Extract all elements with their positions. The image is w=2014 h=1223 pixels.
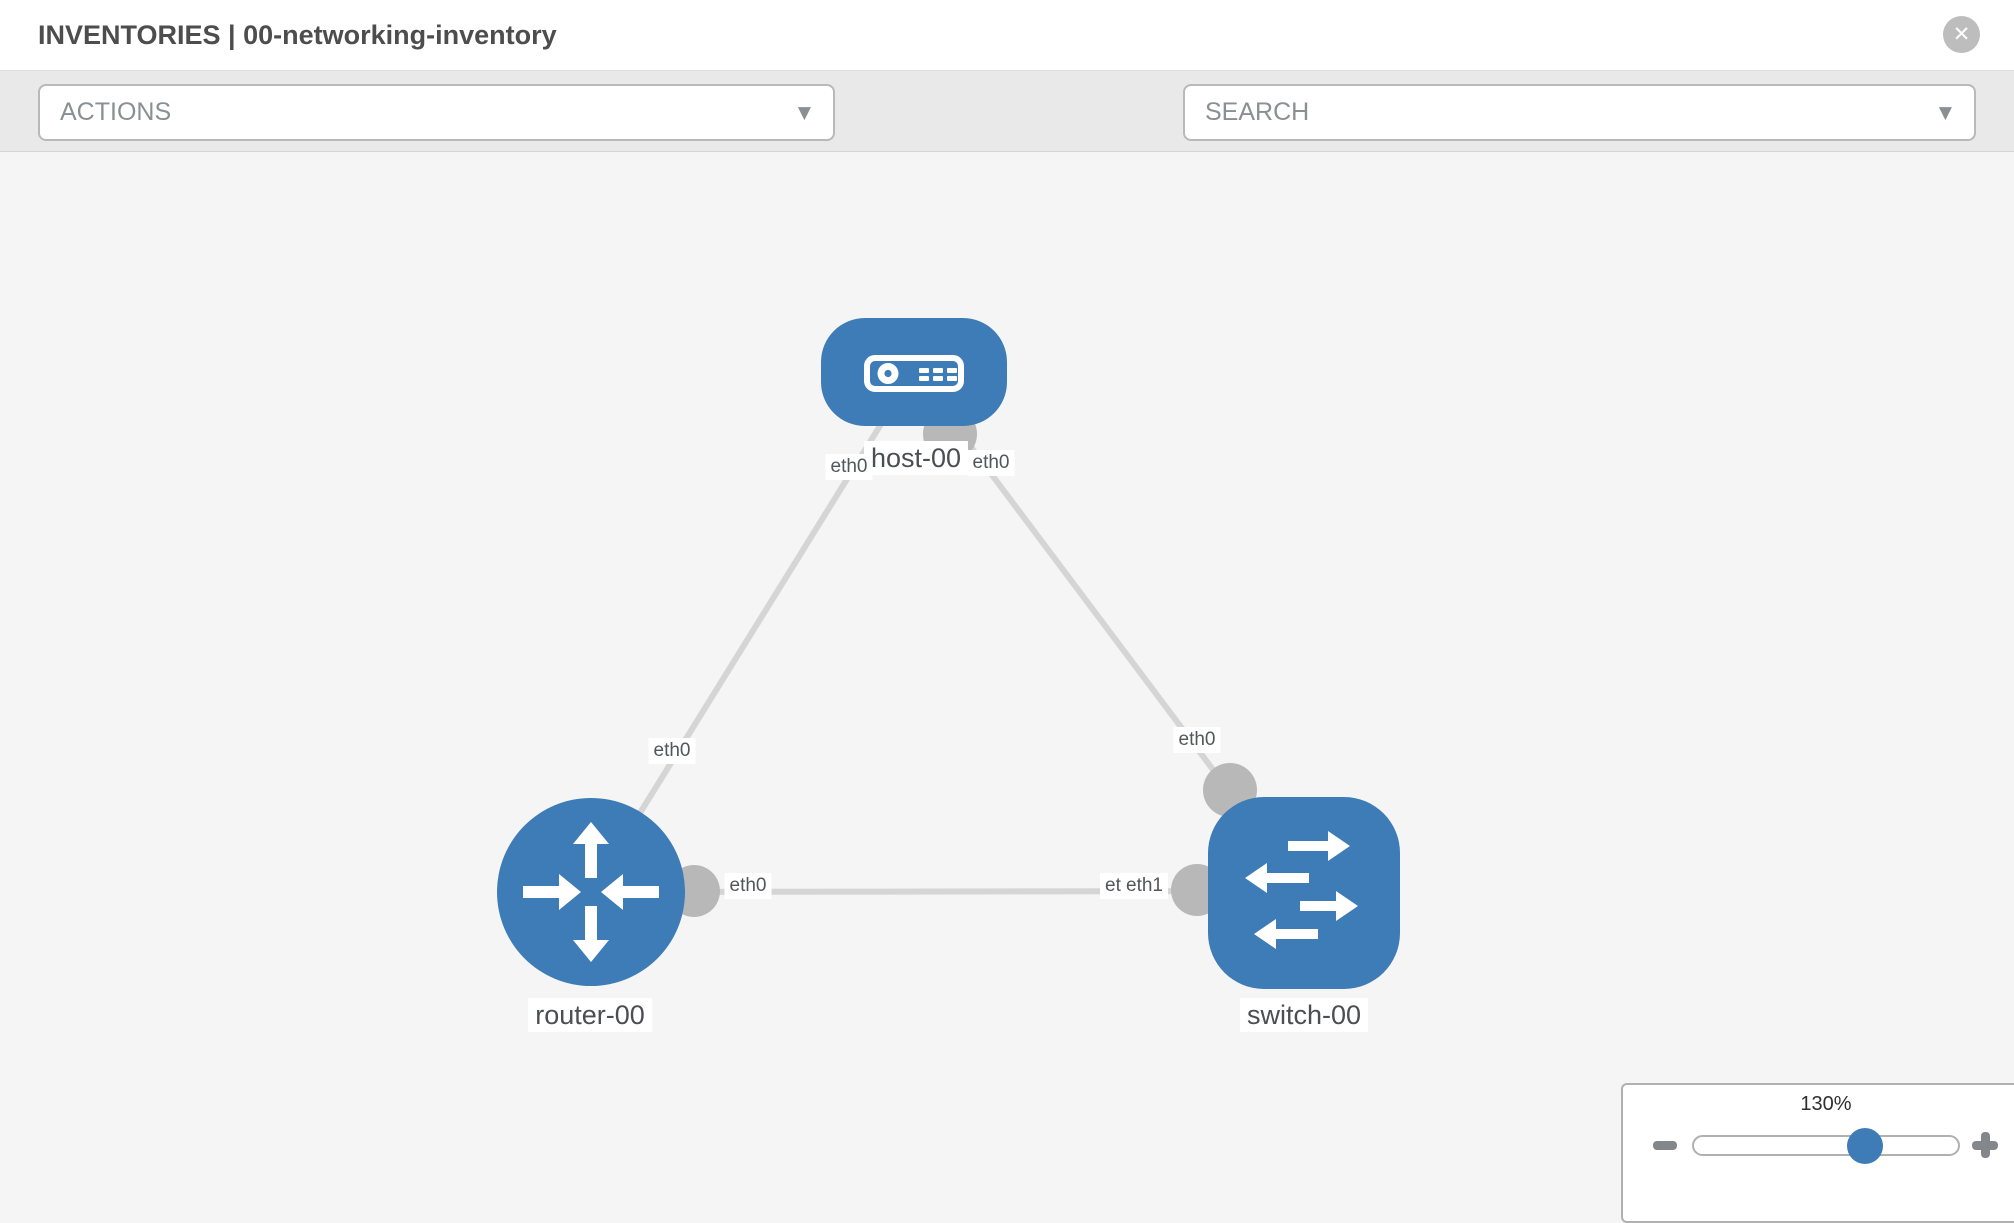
header-bar: INVENTORIES | 00-networking-inventory ✕ bbox=[0, 0, 2014, 70]
node-host-00[interactable] bbox=[821, 318, 1007, 426]
plus-icon bbox=[1980, 1132, 1990, 1158]
node-label-switch: switch-00 bbox=[1239, 998, 1369, 1032]
zoom-out-button[interactable] bbox=[1653, 1141, 1677, 1150]
toolbar: ACTIONS ▼ SEARCH ▼ bbox=[0, 70, 2014, 200]
zoom-in-button[interactable] bbox=[1972, 1132, 1998, 1158]
close-button[interactable]: ✕ bbox=[1943, 16, 1980, 53]
zoom-level-value: 130% bbox=[1800, 1093, 1852, 1115]
topology-links-layer bbox=[588, 369, 1307, 917]
zoom-slider-track[interactable] bbox=[1692, 1135, 1960, 1156]
actions-dropdown[interactable]: ACTIONS ▼ bbox=[38, 84, 835, 141]
zoom-control-panel: 130% bbox=[1621, 1083, 2014, 1223]
interface-label: eth0 bbox=[724, 873, 772, 899]
search-dropdown[interactable]: SEARCH ▼ bbox=[1183, 84, 1976, 141]
node-router-00[interactable] bbox=[497, 798, 685, 986]
interface-label: eth0 bbox=[967, 450, 1015, 476]
interface-label: eth0 bbox=[825, 454, 873, 480]
page-title: INVENTORIES | 00-networking-inventory bbox=[38, 20, 557, 50]
actions-dropdown-label: ACTIONS bbox=[60, 98, 172, 126]
close-icon: ✕ bbox=[1952, 22, 1971, 46]
chevron-down-icon: ▼ bbox=[1938, 103, 1952, 123]
chevron-down-icon: ▼ bbox=[797, 103, 811, 123]
zoom-slider-thumb[interactable] bbox=[1847, 1128, 1883, 1164]
node-switch-00[interactable] bbox=[1208, 797, 1400, 989]
topology-canvas[interactable]: host-00 router-00 switch-00 eth0 eth0 et… bbox=[0, 152, 2014, 1200]
interface-label: eth0 bbox=[648, 738, 696, 764]
router-icon bbox=[523, 822, 659, 962]
switch-icon bbox=[1245, 831, 1358, 949]
interface-label: eth0 bbox=[1173, 727, 1221, 753]
host-icon bbox=[864, 355, 964, 392]
node-label-host: host-00 bbox=[863, 441, 969, 475]
node-label-router: router-00 bbox=[528, 998, 652, 1032]
interface-label: eth1 bbox=[1121, 873, 1168, 899]
search-placeholder: SEARCH bbox=[1205, 98, 1310, 126]
